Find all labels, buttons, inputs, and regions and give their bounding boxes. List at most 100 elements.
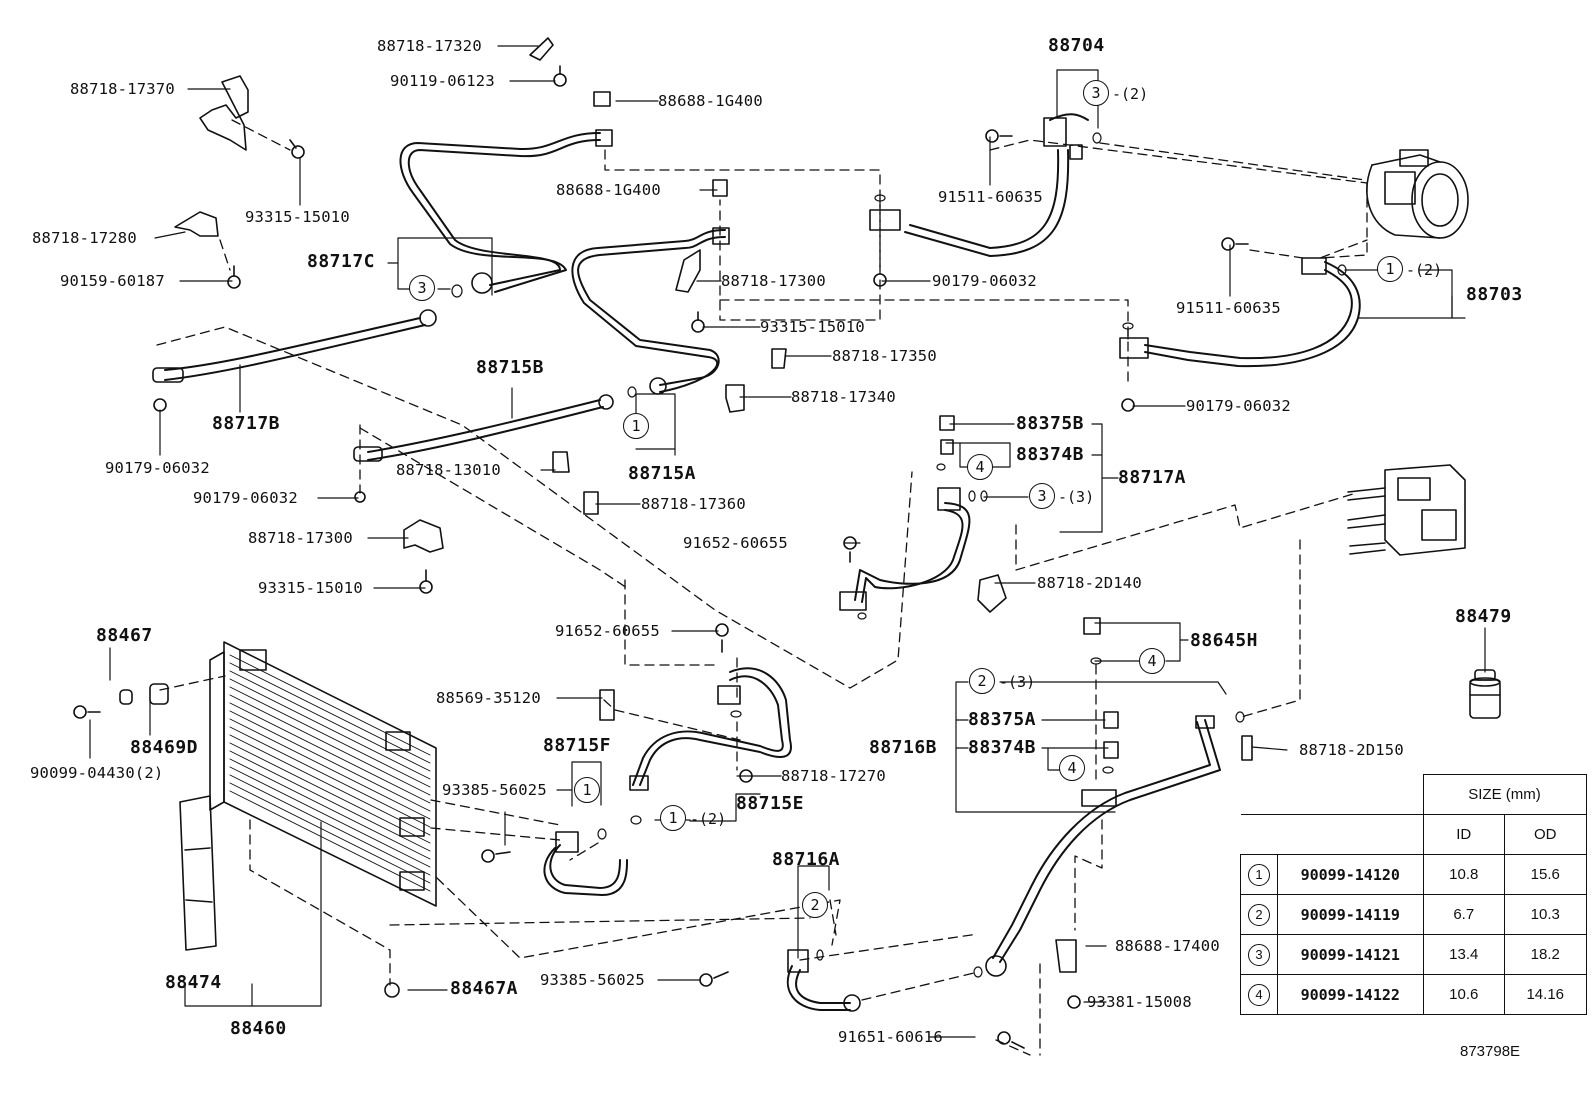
- part-label: 88688-1G400: [556, 181, 661, 199]
- row-part: 90099-14119: [1277, 894, 1424, 935]
- part-label: 90099-04430(2): [30, 764, 164, 782]
- part-label: 88479: [1455, 606, 1512, 627]
- part-label: 88716B: [869, 737, 938, 758]
- part-label: 88718-13010: [396, 461, 501, 479]
- part-label: 88688-1G400: [658, 92, 763, 110]
- part-label: 88460: [230, 1018, 287, 1039]
- part-label: 88688-17400: [1115, 937, 1220, 955]
- callout-suffix: -(3): [999, 673, 1036, 691]
- part-label: 90179-06032: [105, 459, 210, 477]
- part-label: 88467A: [450, 978, 519, 999]
- row-od: 15.6: [1504, 854, 1587, 895]
- callout-circle: 1: [660, 805, 686, 831]
- parts: [73, 37, 1501, 1049]
- part-label: 88469D: [130, 737, 199, 758]
- dashed-lines: [156, 119, 1368, 1056]
- part-label: 88374B: [968, 737, 1037, 758]
- part-label: 90119-06123: [390, 72, 495, 90]
- part-label: 88718-2D140: [1037, 574, 1142, 592]
- part-label: 88716A: [772, 849, 841, 870]
- tubes: [164, 113, 1361, 1011]
- part-label: 88718-17300: [721, 272, 826, 290]
- diagram-code: 873798E: [1460, 1043, 1521, 1060]
- callout-suffix: -(2): [1112, 85, 1149, 103]
- callout-circle: 2: [969, 668, 995, 694]
- compressor: [1366, 149, 1469, 239]
- col-od: OD: [1504, 814, 1587, 855]
- part-label: 93385-56025: [540, 971, 645, 989]
- part-label: 88718-17280: [32, 229, 137, 247]
- callout-suffix: -(2): [1406, 261, 1443, 279]
- part-label: 90179-06032: [1186, 397, 1291, 415]
- callout-circle: 1: [574, 777, 600, 803]
- part-label: 88715E: [736, 793, 805, 814]
- part-label: 88718-17300: [248, 529, 353, 547]
- part-label: 93385-56025: [442, 781, 547, 799]
- part-label: 93315-15010: [760, 318, 865, 336]
- table-row: 2 90099-14119 6.7 10.3: [1240, 894, 1587, 935]
- part-label: 88717C: [307, 251, 376, 272]
- table-row: 3 90099-14121 13.4 18.2: [1240, 934, 1587, 975]
- row-part: 90099-14121: [1277, 934, 1424, 975]
- table-row: 4 90099-14122 10.6 14.16: [1240, 974, 1587, 1015]
- size-header: SIZE (mm): [1422, 774, 1587, 815]
- condenser: [209, 641, 437, 907]
- callout-circle: 1: [1377, 256, 1403, 282]
- part-label: 88715B: [476, 357, 545, 378]
- part-label: 88718-17350: [832, 347, 937, 365]
- row-id: 13.4: [1422, 934, 1505, 975]
- part-label: 88467: [96, 625, 153, 646]
- part-label: 93381-15008: [1087, 993, 1192, 1011]
- callout-circle: 4: [1139, 648, 1165, 674]
- row-number: 1: [1248, 863, 1270, 886]
- bolts: [73, 65, 1249, 1049]
- part-label: 88718-17320: [377, 37, 482, 55]
- callout-circle: 3: [1083, 80, 1109, 106]
- part-label: 91652-60655: [555, 622, 660, 640]
- part-label: 88375B: [1016, 413, 1085, 434]
- row-part: 90099-14120: [1277, 854, 1424, 895]
- callout-circle: 1: [623, 413, 649, 439]
- row-number: 4: [1248, 983, 1270, 1006]
- part-label: 88474: [165, 972, 222, 993]
- part-label: 91511-60635: [938, 188, 1043, 206]
- receiver-dryer: [1469, 669, 1501, 719]
- row-od: 18.2: [1504, 934, 1587, 975]
- part-label: 88718-2D150: [1299, 741, 1404, 759]
- callout-circle: 2: [802, 892, 828, 918]
- side-seal: [179, 795, 217, 951]
- o-rings: [451, 132, 1347, 978]
- part-label: 88718-17360: [641, 495, 746, 513]
- part-label: 88645H: [1190, 630, 1259, 651]
- row-number: 2: [1248, 903, 1270, 926]
- row-id: 10.8: [1422, 854, 1505, 895]
- row-id: 6.7: [1422, 894, 1505, 935]
- part-label: 93315-15010: [258, 579, 363, 597]
- table-row: 1 90099-14120 10.8 15.6: [1240, 854, 1587, 895]
- part-label: 91651-60616: [838, 1028, 943, 1046]
- evaporator-unit: [1347, 464, 1466, 556]
- row-part: 90099-14122: [1277, 974, 1424, 1015]
- part-label: 88715A: [628, 463, 697, 484]
- o-ring-size-table: SIZE (mm) ID OD 1 90099-14120 10.8 15.6 …: [1240, 774, 1587, 1015]
- part-label: 88718-17270: [781, 767, 886, 785]
- row-number: 3: [1248, 943, 1270, 966]
- col-id: ID: [1422, 814, 1505, 855]
- callout-circle: 4: [1059, 755, 1085, 781]
- part-label: 93315-15010: [245, 208, 350, 226]
- part-label: 88569-35120: [436, 689, 541, 707]
- part-label: 90179-06032: [193, 489, 298, 507]
- row-od: 14.16: [1504, 974, 1587, 1015]
- callout-suffix: -(2): [690, 810, 727, 828]
- part-label: 88374B: [1016, 444, 1085, 465]
- part-label: 90159-60187: [60, 272, 165, 290]
- row-od: 10.3: [1504, 894, 1587, 935]
- part-label: 88715F: [543, 735, 612, 756]
- callout-circle: 3: [409, 275, 435, 301]
- part-label: 91511-60635: [1176, 299, 1281, 317]
- part-label: 90179-06032: [932, 272, 1037, 290]
- row-id: 10.6: [1422, 974, 1505, 1015]
- part-label: 88718-17340: [791, 388, 896, 406]
